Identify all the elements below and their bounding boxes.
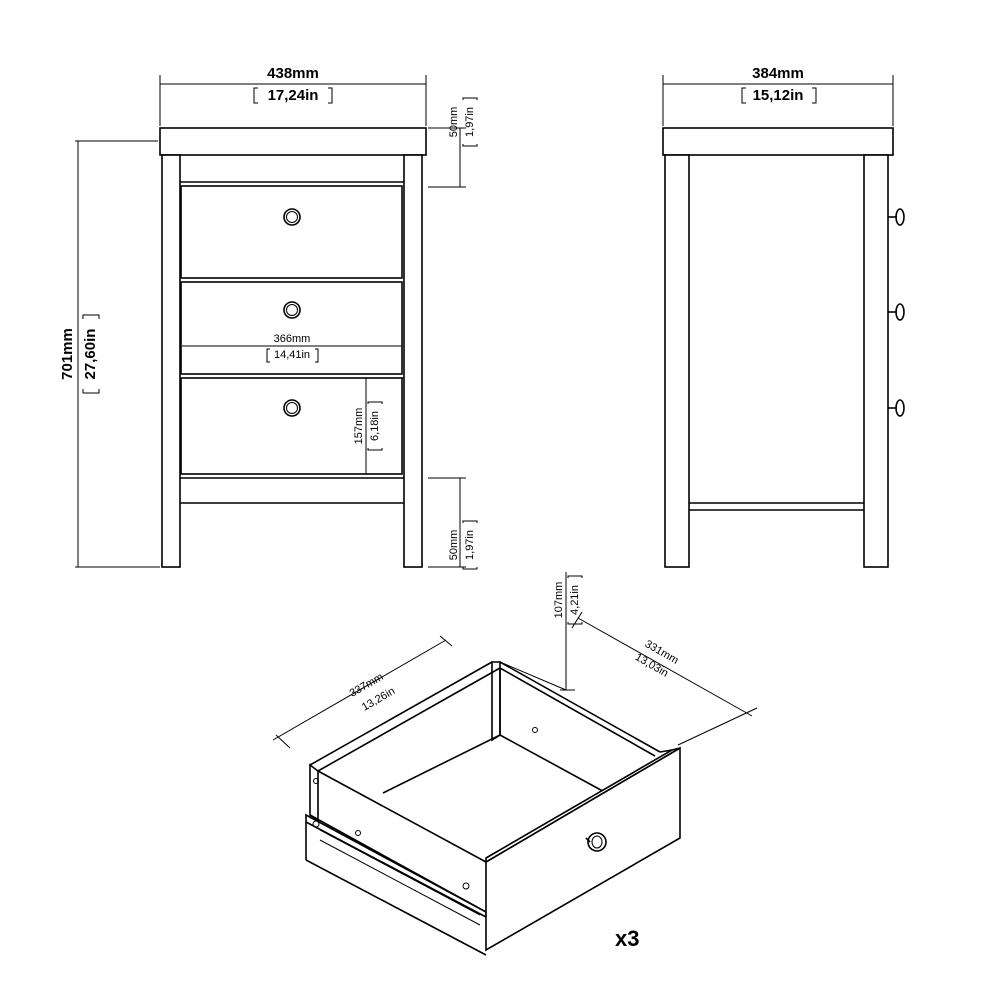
front-drawer-1: [180, 185, 403, 279]
front-drawer-3: [180, 377, 403, 475]
dim-drawer-iso-height: 107mm 4,21in: [499, 572, 583, 691]
drawer-knob: [585, 832, 607, 852]
drawer-iso-height-mm: 107mm: [553, 582, 565, 619]
drawer-front-panel: [485, 746, 681, 952]
drawer-left-edge: [309, 763, 319, 822]
bottom-clearance-mm: 50mm: [448, 530, 460, 561]
drawer-iso-height-in: 4,21in: [569, 585, 581, 615]
side-view: [662, 127, 905, 568]
top-thickness-in: 1,97in: [464, 107, 476, 137]
side-knob-1: [888, 208, 905, 226]
front-knob-1: [283, 208, 301, 226]
front-width-mm: 438mm: [267, 65, 319, 82]
side-depth-in: 15,12in: [753, 87, 804, 104]
dim-drawer-length: 337mm 13,26in: [272, 635, 453, 749]
dim-bottom-clearance: 50mm 1,97in: [428, 477, 478, 570]
side-knob-3: [888, 399, 905, 417]
dim-drawer-width: 366mm 14,41in: [182, 333, 402, 363]
dim-side-depth: 384mm 15,12in: [662, 65, 894, 126]
side-right-leg: [863, 154, 889, 568]
side-depth-mm: 384mm: [752, 65, 804, 82]
dim-top-thickness: 50mm 1,97in: [428, 97, 478, 188]
drawer-width-in: 14,41in: [274, 349, 310, 361]
drawer-width-mm: 366mm: [274, 333, 311, 345]
side-top-board: [662, 127, 894, 156]
front-right-leg: [403, 154, 423, 568]
drawer-height-in: 6,18in: [369, 411, 381, 441]
drawer-height-mm: 157mm: [353, 408, 365, 445]
front-top-board: [159, 127, 427, 156]
front-height-in: 27,60in: [82, 329, 99, 380]
dim-drawer-height: 157mm 6,18in: [353, 377, 404, 474]
front-drawer-2: [180, 281, 403, 375]
drawer-quantity: x3: [615, 926, 639, 951]
side-knob-2: [888, 303, 905, 321]
dim-front-height: 701mm 27,60in: [59, 140, 160, 568]
front-left-leg: [161, 154, 181, 568]
drawer-rail: [305, 813, 487, 919]
front-width-in: 17,24in: [268, 87, 319, 104]
front-view: [159, 127, 427, 568]
top-thickness-mm: 50mm: [448, 107, 460, 138]
drawer-back-edge: [491, 661, 501, 742]
front-height-mm: 701mm: [59, 328, 76, 380]
bottom-clearance-in: 1,97in: [464, 530, 476, 560]
dim-front-width: 438mm 17,24in: [159, 65, 427, 126]
front-knob-3: [283, 399, 301, 417]
drawer-iso-view: [305, 661, 681, 956]
side-left-leg: [664, 154, 690, 568]
front-knob-2: [283, 301, 301, 319]
